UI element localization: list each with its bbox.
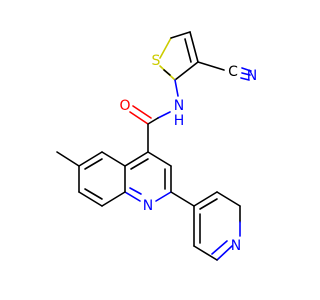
bond-c4-c3 xyxy=(189,31,199,63)
amide-group xyxy=(129,79,179,153)
bond-c4-c3q xyxy=(147,151,172,167)
atom-n-nitrile: N xyxy=(247,68,257,84)
bond-c7-c8 xyxy=(78,191,103,207)
bond-c4a-c4-double xyxy=(130,158,149,170)
atom-h-amide: H xyxy=(174,113,185,129)
bond-s-c5 xyxy=(159,37,172,59)
bond-nq-c8a xyxy=(124,191,141,202)
bond-c4a-c5 xyxy=(101,151,126,167)
bond-c4py-c3py xyxy=(193,191,218,207)
bond-c5-c6 xyxy=(78,151,103,167)
bond-cn-triple-1 xyxy=(241,72,251,76)
bond-c3-cnitrile xyxy=(197,61,225,71)
bond-npy-c6py-double xyxy=(211,240,228,255)
bond-c5-c6-double xyxy=(84,158,103,170)
bond-c4a-c4 xyxy=(124,151,149,167)
bond-c2q-nq xyxy=(155,191,172,202)
atom-s: S xyxy=(152,53,161,69)
bond-c6-methyl xyxy=(56,151,80,167)
atom-c-nitrile: C xyxy=(228,64,238,80)
bond-c4py-c3py-double xyxy=(199,198,218,210)
molecule-structure: S C N O N H N N xyxy=(56,31,257,261)
bond-c3-c2 xyxy=(174,61,199,81)
atom-n-pyridine: N xyxy=(231,238,241,254)
atom-o-amide: O xyxy=(119,98,130,114)
quinoline-pyridine-ring xyxy=(124,151,172,202)
atom-n-amide: N xyxy=(174,98,184,114)
atom-n-quinoline: N xyxy=(143,198,153,214)
bond-cn-triple-2 xyxy=(241,67,252,72)
thiophene-ring xyxy=(159,31,199,81)
bond-c3py-c2py xyxy=(216,191,241,207)
bond-nq-c8a-double xyxy=(129,187,142,195)
bond-c2-namide xyxy=(174,79,179,97)
nitrile-group xyxy=(197,61,252,81)
bond-c5-c4 xyxy=(170,31,191,39)
bond-ccarbonyl-ccarbonyl xyxy=(147,117,159,125)
bond-c2-c2-double xyxy=(163,69,171,76)
pyridine-ring xyxy=(170,191,241,261)
bond-c2q-c4py xyxy=(170,191,195,207)
bond-c6py-c5py xyxy=(193,245,218,261)
bond-npy-c6py xyxy=(216,245,233,261)
bond-c7-c8-double xyxy=(84,188,103,200)
bond-namide-ccarbonyl xyxy=(157,111,171,119)
bond-co-double-1 xyxy=(129,111,149,125)
bond-c4-c3-double xyxy=(184,38,192,63)
quinoline-benzene-ring xyxy=(56,151,126,207)
bond-c8-c8a xyxy=(101,191,126,207)
bond-cn-triple-3 xyxy=(240,77,250,81)
bond-co-double-2 xyxy=(132,105,152,119)
